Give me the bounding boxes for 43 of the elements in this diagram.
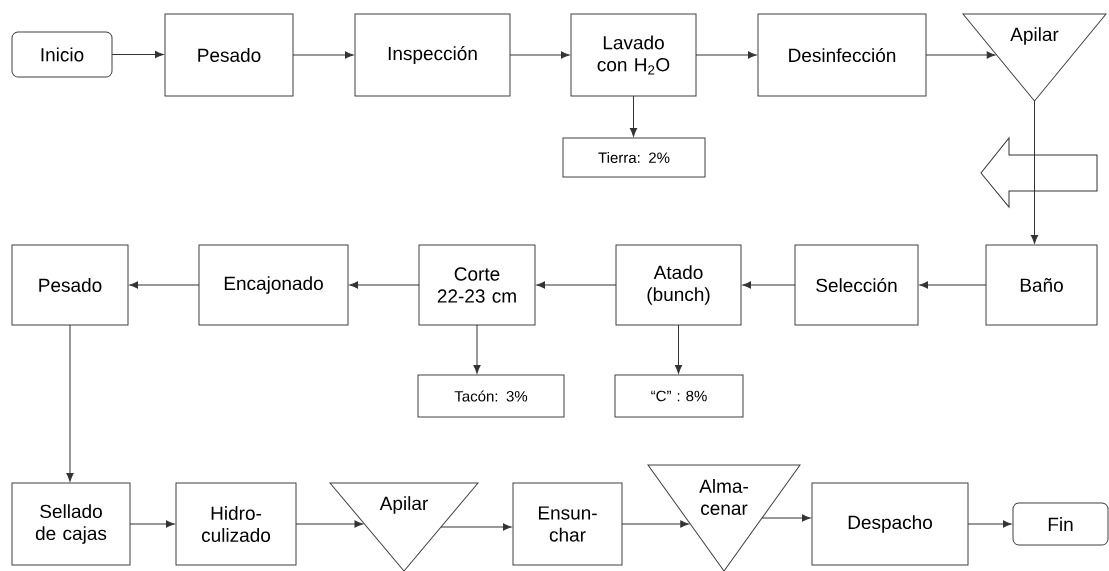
arrow <box>473 324 481 374</box>
process-box: Inspección <box>354 13 511 97</box>
process-box: Pesado <box>11 244 129 326</box>
process-box: Selección <box>794 244 919 326</box>
terminal-box: Inicio <box>11 31 113 78</box>
output-box: Tierra: 2% <box>562 137 706 178</box>
storage-triangle: Apilar <box>329 482 479 571</box>
process-box: Corte 22-23 cm <box>418 244 536 326</box>
arrow <box>621 520 689 528</box>
storage-triangle: Alma- cenar <box>647 464 801 571</box>
arrow <box>349 281 420 289</box>
process-box: Despacho <box>811 482 969 566</box>
process-box: Baño <box>985 244 1098 326</box>
process-box: Atado (bunch) <box>615 244 742 326</box>
arrow <box>967 520 1012 528</box>
arrow <box>129 520 175 528</box>
output-box: “C” : 8% <box>614 374 744 418</box>
arrow <box>295 520 364 528</box>
arrow <box>292 51 354 59</box>
process-box: Sellado de cajas <box>11 482 131 566</box>
output-box: Tacón: 3% <box>417 374 565 418</box>
process-box: Ensun- char <box>512 482 623 566</box>
process-box: Hidro- culizado <box>175 482 297 566</box>
storage-triangle: Apilar <box>962 13 1107 102</box>
arrow <box>925 51 996 59</box>
arrow <box>536 281 617 289</box>
arrow <box>761 514 811 522</box>
arrow <box>919 281 987 289</box>
arrow <box>440 523 512 531</box>
arrow <box>695 51 757 59</box>
block-arrow <box>980 100 1098 244</box>
arrow <box>111 50 164 59</box>
arrow <box>66 324 74 482</box>
process-box: Pesado <box>164 13 294 97</box>
arrow <box>674 324 683 374</box>
process-box: Desinfección <box>757 13 927 97</box>
arrow <box>129 281 200 289</box>
arrow <box>742 281 796 289</box>
process-box: Encajonado <box>198 244 349 326</box>
terminal-box: Fin <box>1012 502 1109 546</box>
arrow <box>629 95 638 137</box>
process-box: Lavado con H$_{2}$O <box>570 13 697 97</box>
arrow <box>509 51 570 59</box>
